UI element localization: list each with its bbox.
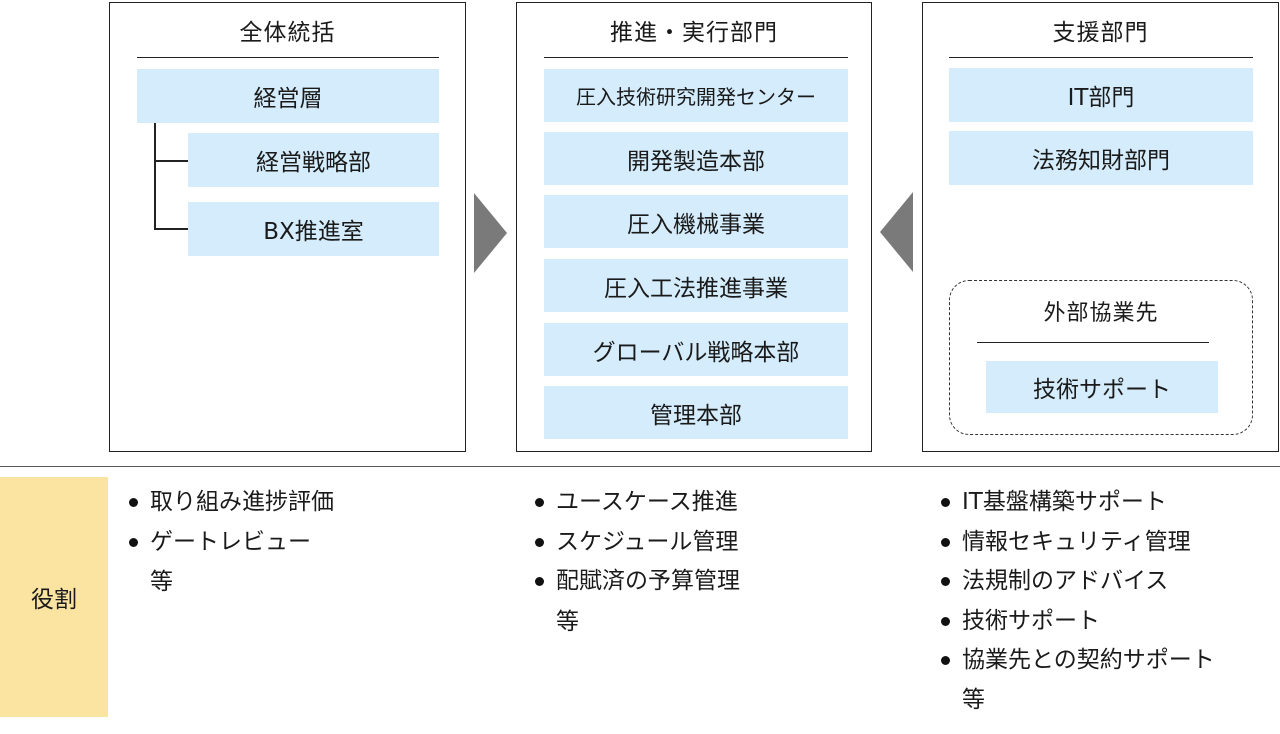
unit-it: IT部門 <box>949 68 1253 122</box>
unit-exec-5: グローバル戦略本部 <box>544 323 848 376</box>
support-title: 支援部門 <box>1052 20 1149 46</box>
unit-tech-support: 技術サポート <box>986 361 1218 413</box>
arrow-left-icon <box>880 192 913 272</box>
support-title-rule <box>949 57 1253 58</box>
execution-panel: 推進・実行部門 圧入技術研究開発センター 開発製造本部 圧入機械事業 圧入工法推… <box>516 2 872 452</box>
unit-exec-1: 圧入技術研究開発センター <box>544 69 848 122</box>
execution-title-rule <box>544 57 848 58</box>
external-partner-box: 外部協業先 技術サポート <box>949 280 1253 435</box>
execution-role-etc: 等 <box>556 609 579 635</box>
external-partner-title: 外部協業先 <box>1043 301 1159 326</box>
list-item: ユースケース推進 <box>529 483 740 523</box>
unit-exec-4: 圧入工法推進事業 <box>544 259 848 312</box>
unit-management: 経営層 <box>137 69 439 123</box>
role-label: 役割 <box>0 477 108 717</box>
governance-title-rule <box>137 57 439 58</box>
list-item: 取り組み進捗評価 <box>123 483 334 523</box>
list-item: 配賦済の予算管理 <box>529 562 740 602</box>
support-role-list: IT基盤構築サポート 情報セキュリティ管理 法規制のアドバイス 技術サポート 協… <box>935 483 1215 681</box>
list-item: ゲートレビュー <box>123 523 334 563</box>
unit-management-strategy: 経営戦略部 <box>188 133 439 187</box>
unit-exec-3: 圧入機械事業 <box>544 195 848 248</box>
execution-role-list: ユースケース推進 スケジュール管理 配賦済の予算管理 <box>529 483 740 602</box>
tree-branch-2 <box>154 228 188 230</box>
tree-branch-1 <box>154 160 188 162</box>
list-item: スケジュール管理 <box>529 523 740 563</box>
support-panel: 支援部門 IT部門 法務知財部門 外部協業先 技術サポート <box>922 2 1279 452</box>
unit-exec-2: 開発製造本部 <box>544 132 848 185</box>
arrow-right-icon <box>474 193 507 273</box>
list-item: 協業先との契約サポート <box>935 641 1215 681</box>
section-divider <box>0 466 1280 467</box>
support-role-etc: 等 <box>962 687 985 713</box>
list-item: 技術サポート <box>935 602 1215 642</box>
external-partner-rule <box>977 342 1209 343</box>
unit-legal-ip: 法務知財部門 <box>949 131 1253 185</box>
list-item: IT基盤構築サポート <box>935 483 1215 523</box>
unit-exec-6: 管理本部 <box>544 386 848 439</box>
list-item: 情報セキュリティ管理 <box>935 523 1215 563</box>
governance-role-etc: 等 <box>150 569 173 595</box>
governance-role-list: 取り組み進捗評価 ゲートレビュー <box>123 483 334 562</box>
governance-panel: 全体統括 経営層 経営戦略部 BX推進室 <box>109 2 466 452</box>
governance-title: 全体統括 <box>239 20 336 46</box>
tree-vertical-line <box>154 123 156 229</box>
list-item: 法規制のアドバイス <box>935 562 1215 602</box>
unit-bx-office: BX推進室 <box>188 202 439 256</box>
execution-title: 推進・実行部門 <box>610 20 778 46</box>
